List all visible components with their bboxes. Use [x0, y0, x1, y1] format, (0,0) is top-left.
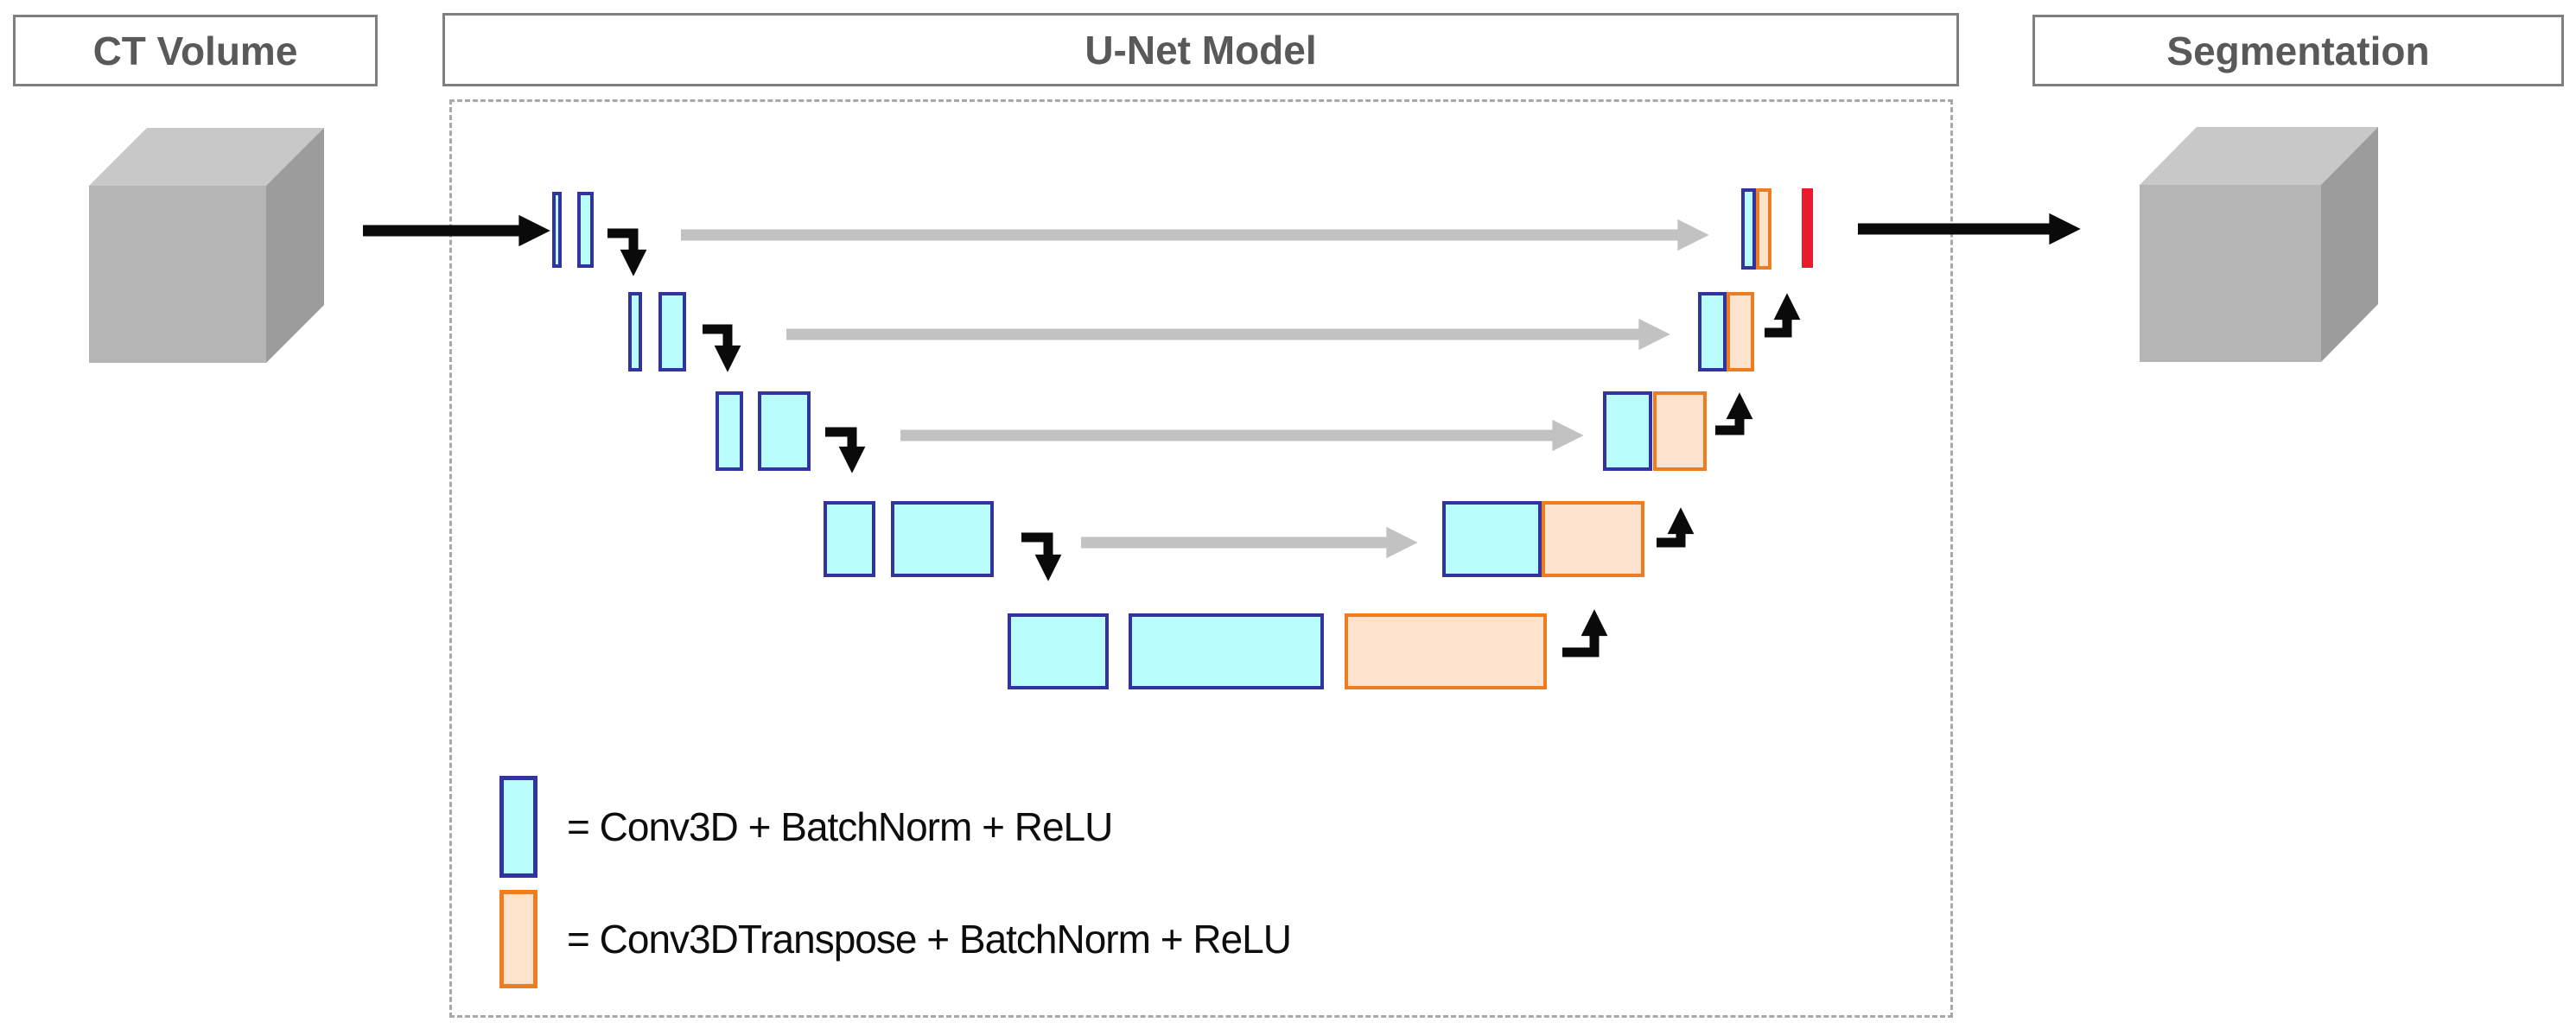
cube-front-face: [89, 186, 266, 363]
input-volume-label: CT Volume: [13, 15, 378, 86]
encoder-l4-conv2: [891, 501, 994, 577]
cube-top-face: [89, 128, 324, 186]
decoder-l2-conv: [1698, 292, 1727, 371]
output-conv-red-bar: [1802, 188, 1813, 268]
bottleneck-conv1: [1008, 613, 1109, 689]
legend-item-deconv: = Conv3DTranspose + BatchNorm + ReLU: [499, 890, 1292, 988]
unet-model-container: [449, 99, 1953, 1018]
cube-side-face: [2321, 127, 2378, 362]
segmentation-cube: [2140, 127, 2378, 362]
legend-conv-label: = Conv3D + BatchNorm + ReLU: [567, 804, 1113, 849]
decoder-l1-deconv: [1756, 188, 1771, 270]
unet-model-label: U-Net Model: [442, 13, 1959, 86]
bottleneck-deconv: [1345, 613, 1547, 689]
bottleneck-conv2: [1129, 613, 1324, 689]
encoder-l2-conv2: [658, 292, 686, 371]
encoder-l3-conv2: [758, 391, 811, 471]
cube-top-face: [2140, 127, 2378, 185]
legend-deconv-label: = Conv3DTranspose + BatchNorm + ReLU: [567, 917, 1292, 962]
encoder-l4-conv1: [824, 501, 875, 577]
cube-side-face: [266, 128, 324, 363]
encoder-l1-conv1: [552, 192, 562, 268]
conv-block-swatch: [499, 776, 537, 878]
segmentation-label: Segmentation: [2032, 15, 2564, 86]
decoder-l2-deconv: [1727, 292, 1754, 371]
decoder-l3-conv: [1603, 391, 1652, 471]
cube-front-face: [2140, 185, 2321, 362]
encoder-l2-conv1: [628, 292, 642, 371]
decoder-l4-conv: [1442, 501, 1542, 577]
decoder-l1-conv: [1741, 188, 1756, 270]
ct-volume-cube: [89, 128, 324, 363]
decoder-l3-deconv: [1653, 391, 1707, 471]
legend-item-conv: = Conv3D + BatchNorm + ReLU: [499, 776, 1113, 878]
encoder-l1-conv2: [577, 192, 594, 268]
decoder-l4-deconv: [1542, 501, 1644, 577]
deconv-block-swatch: [499, 890, 537, 988]
encoder-l3-conv1: [716, 391, 743, 471]
